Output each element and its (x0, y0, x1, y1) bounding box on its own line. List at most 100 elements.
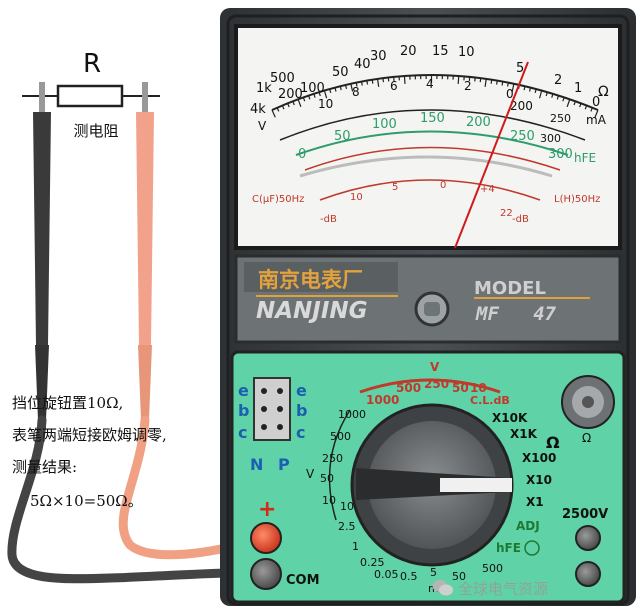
dcv-500: 500 (330, 430, 351, 443)
hfe-tick-100: 100 (372, 117, 397, 132)
ohm-tick-mark (491, 80, 492, 84)
ohm-tick-mark (383, 78, 384, 82)
db-tick-db: -dB (512, 214, 529, 225)
ohm-tick-4k: 4k (250, 102, 266, 117)
ohm-unit-label: Ω (598, 84, 609, 100)
ohm-tick-mark (508, 83, 509, 87)
ohm-tick-500: 500 (270, 71, 295, 86)
ind-scale-label: L(H)50Hz (554, 194, 600, 205)
dca-5: 5 (430, 566, 437, 579)
note-line-1: 挡位旋钮置10Ω, (12, 392, 123, 413)
ohm-zero-knob[interactable] (562, 376, 614, 428)
range-x1: X1 (526, 495, 544, 509)
note-line-2: 表笔两端短接欧姆调零, (12, 424, 167, 445)
dcv-50: 50 (320, 472, 334, 485)
resistor-caption: 测电阻 (73, 122, 118, 140)
ohm-tick-mark (480, 78, 481, 82)
ohm-tick-mark (367, 81, 368, 85)
dca-0.05: 0.05 (374, 568, 399, 581)
dial-window (236, 26, 620, 248)
ohm-tick-100: 100 (300, 81, 325, 96)
volt-unit-label: V (258, 119, 267, 133)
db-tick-10: 10 (350, 192, 363, 203)
dca-0.5: 0.5 (400, 570, 418, 583)
range-x10k: X10K (492, 411, 528, 425)
com-jack[interactable] (251, 559, 281, 589)
ohm-tick-mark (362, 82, 363, 86)
ohm-zero-label: Ω (582, 431, 591, 445)
positive-jack[interactable] (251, 523, 281, 553)
watermark: 全球电气资源 (458, 578, 548, 599)
ohm-tick-mark (372, 80, 373, 84)
ac-250: 250 (424, 377, 449, 391)
com-label: COM (286, 573, 320, 588)
socket-n: N (250, 455, 263, 474)
ohm-range-symbol: Ω (546, 433, 560, 452)
model-label: MODEL (474, 278, 546, 299)
ohm-tick-10: 10 (458, 45, 475, 60)
socket-left-b: b (238, 401, 249, 420)
dca-10: 10 (340, 500, 354, 513)
dcv-tick-6: 6 (390, 79, 398, 93)
dca-2.5: 2.5 (338, 520, 356, 533)
socket-p: P (278, 455, 290, 474)
ohm-tick-50: 50 (332, 65, 349, 80)
dcv-v-label: V (306, 467, 315, 481)
note-line-4: 5Ω×10=50Ω。 (30, 490, 143, 511)
ac-1000: 1000 (366, 393, 399, 407)
db-tick-plus4: +4 (480, 184, 495, 195)
ohm-tick-mark (458, 76, 459, 84)
dcv-tick-2: 2 (464, 79, 472, 93)
plus-label: + (258, 497, 276, 522)
dcv-tick-300: 300 (540, 132, 561, 145)
ohm-tick-1: 1 (574, 81, 582, 96)
brand-cn: 南京电表厂 (258, 268, 363, 292)
adj-label: ADJ (516, 519, 540, 533)
model-number: MF 47 (475, 303, 557, 325)
db-tick-5: 5 (392, 182, 398, 193)
ohm-tick-mark (502, 82, 503, 86)
note-line-3: 测量结果: (12, 456, 77, 477)
cap-scale-label: C(μF)50Hz (252, 194, 304, 205)
ohm-tick-mark (404, 76, 405, 84)
kv-label: 2500V (562, 507, 608, 522)
ac-10: 10 (470, 381, 487, 395)
ohm-tick-2: 2 (554, 73, 562, 88)
hfe-socket[interactable] (254, 378, 290, 440)
wechat-icon (432, 579, 454, 597)
brand-en: NANJING (256, 298, 368, 324)
dcv-1000: 1000 (338, 408, 366, 421)
dca-1: 1 (352, 540, 359, 553)
dca-500: 500 (482, 562, 503, 575)
socket-right-b: b (296, 401, 307, 420)
range-x10: X10 (526, 473, 552, 487)
hfe-tick-0: 0 (298, 147, 306, 162)
black-probe (33, 82, 51, 420)
db-tick-0: 0 (440, 180, 446, 191)
hfe-tick-200: 200 (466, 115, 491, 130)
dcv-250: 250 (322, 452, 343, 465)
red-probe (136, 82, 154, 420)
socket-right-c: c (296, 423, 305, 442)
socket-left-c: c (238, 423, 247, 442)
range-x1k: X1K (510, 427, 538, 441)
ac-50: 50 (452, 381, 469, 395)
db-tick-22: 22 (500, 208, 513, 219)
socket-left-e: e (238, 381, 249, 400)
hfe-tick-50: 50 (334, 129, 351, 144)
ac-500: 500 (396, 381, 421, 395)
ma-unit-label: mA (586, 113, 607, 127)
ohm-tick-20: 20 (400, 44, 417, 59)
ohm-tick-40: 40 (354, 57, 371, 72)
ohm-tick-30: 30 (370, 49, 387, 64)
ohm-tick-15: 15 (432, 44, 449, 59)
hfe-tick-250: 250 (510, 129, 535, 144)
dcv-tick-4: 4 (426, 77, 434, 91)
resistor-label: R (83, 49, 101, 79)
dcv-tick-8: 8 (352, 85, 360, 99)
range-x100: X100 (522, 451, 556, 465)
range-selector-knob[interactable] (352, 405, 512, 565)
5a-jack[interactable] (576, 562, 600, 586)
2500v-jack[interactable] (576, 526, 600, 550)
